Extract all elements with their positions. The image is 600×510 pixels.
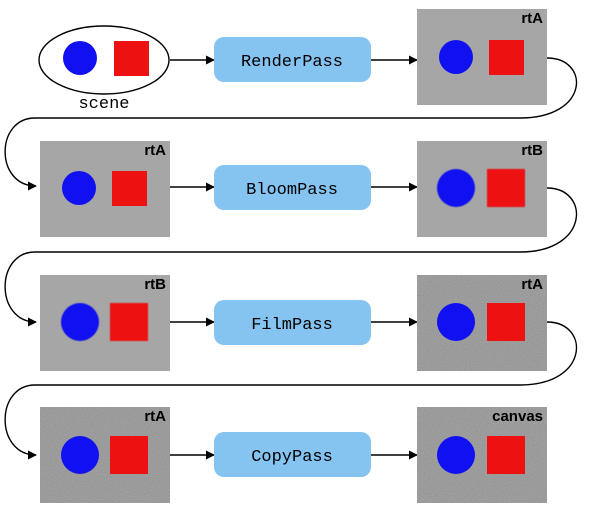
tile-circle: [439, 40, 473, 74]
tile-circle: [61, 303, 99, 341]
connector-row1-row2: [4, 57, 578, 191]
tile-square: [110, 303, 148, 341]
tile-row3-output: rtA: [417, 275, 547, 371]
copypass-box: [214, 432, 371, 477]
tile-circle: [61, 436, 99, 474]
tile-label: rtA: [521, 276, 543, 293]
tile-background: [417, 9, 547, 105]
connector-row3-row4: [4, 321, 578, 460]
copypass-label: CopyPass: [251, 448, 333, 467]
scene-square: [114, 41, 149, 76]
scene-circle: [63, 41, 97, 75]
tile-circle: [62, 171, 96, 205]
renderpass-box: [214, 37, 371, 82]
tile-square: [487, 169, 525, 207]
scene-label: scene: [78, 95, 129, 114]
tile-square: [487, 303, 525, 341]
tile-row3-input: rtB: [40, 275, 170, 371]
tile-square: [489, 40, 524, 75]
tile-label: rtB: [521, 142, 543, 159]
filmpass-box: [214, 300, 371, 345]
tile-circle: [437, 436, 475, 474]
connector-row2-row3: [4, 187, 578, 327]
tile-row4-input: rtA: [40, 407, 170, 503]
tile-label: rtA: [144, 142, 166, 159]
tile-row4-output: canvas: [417, 407, 547, 503]
tile-square: [112, 171, 147, 206]
tile-row1-output: rtA: [417, 9, 547, 105]
renderpass-label: RenderPass: [241, 53, 343, 72]
tile-label: rtA: [521, 10, 543, 27]
bloompass-box: [214, 165, 371, 210]
filmpass-label: FilmPass: [251, 316, 333, 335]
tile-label: canvas: [492, 408, 543, 425]
tile-square: [110, 436, 148, 474]
tile-circle: [437, 303, 475, 341]
row-2: rtA BloomPass rtB: [40, 141, 547, 237]
tile-circle: [437, 169, 475, 207]
scene-ellipse: [38, 25, 170, 95]
row-4: rtA CopyPass canvas: [40, 407, 547, 503]
row-3: rtB FilmPass rtA: [40, 275, 547, 371]
tile-background: [40, 141, 170, 237]
tile-row2-input: rtA: [40, 141, 170, 237]
tile-square: [487, 436, 525, 474]
bloompass-label: BloomPass: [246, 181, 338, 200]
tile-label: rtA: [144, 408, 166, 425]
tile-row2-output: rtB: [417, 141, 547, 237]
row-1: scene RenderPass rtA: [38, 9, 547, 114]
tile-label: rtB: [144, 276, 166, 293]
